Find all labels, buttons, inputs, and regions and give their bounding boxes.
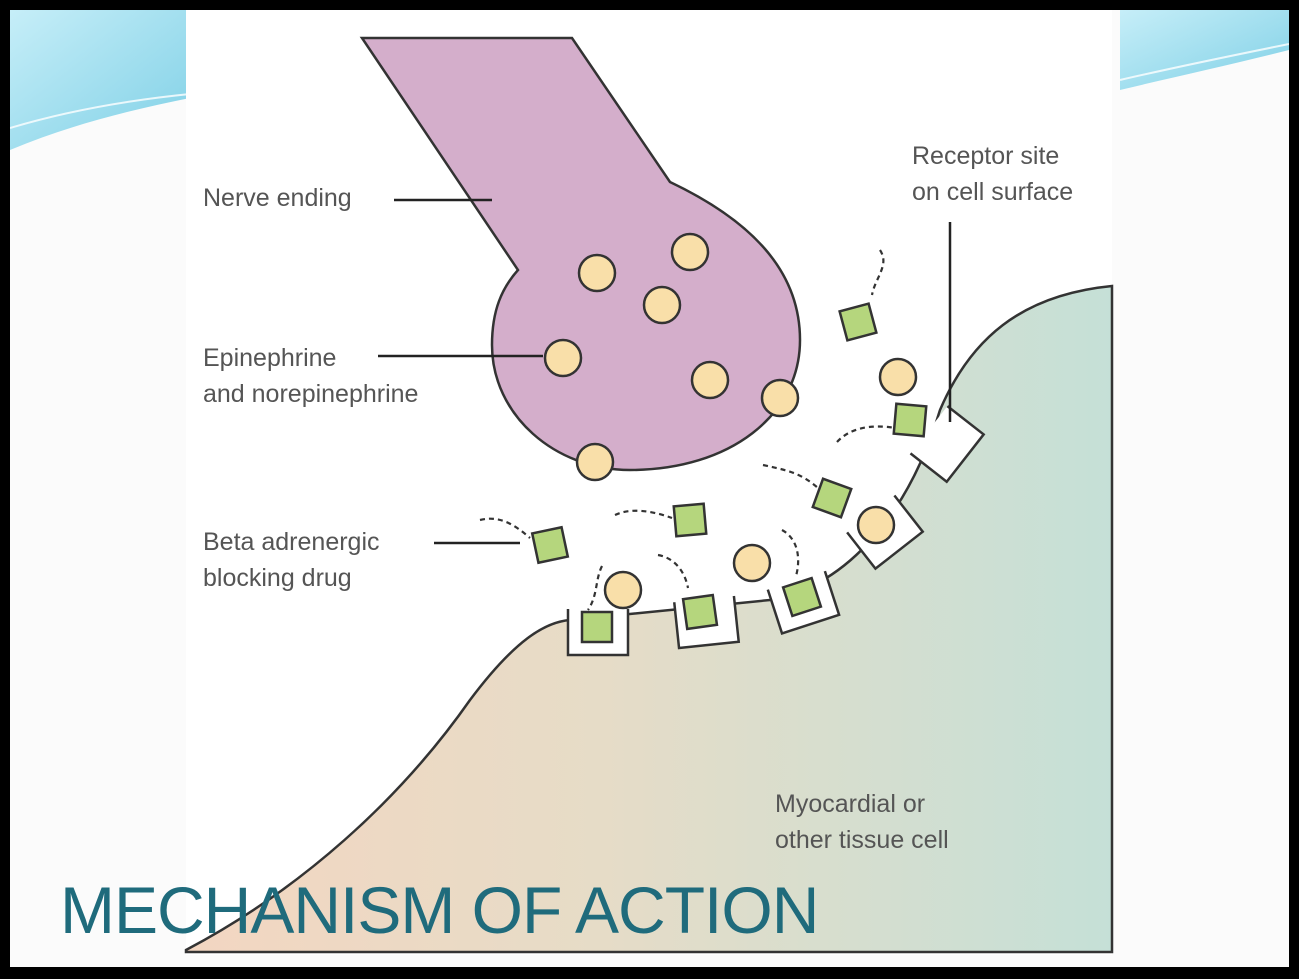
neurotransmitter-molecule — [672, 234, 708, 270]
label-tissue-cell-line-1: Myocardial or — [775, 786, 949, 822]
slide-title: MECHANISM OF ACTION — [60, 870, 818, 950]
label-receptor-site-line-1: Receptor site — [912, 138, 1073, 174]
neurotransmitter-molecule — [880, 359, 916, 395]
label-receptor-site-line-2: on cell surface — [912, 174, 1073, 210]
label-beta-blocker-line-2: blocking drug — [203, 560, 380, 596]
drug-molecule — [582, 612, 612, 642]
neurotransmitter-molecule — [644, 287, 680, 323]
neurotransmitter-molecule — [734, 545, 770, 581]
label-nerve-ending-text: Nerve ending — [203, 180, 352, 216]
neurotransmitter-molecule — [605, 572, 641, 608]
drug-molecule — [683, 595, 717, 629]
neurotransmitter-molecule — [692, 362, 728, 398]
neurotransmitter-molecule — [858, 507, 894, 543]
slide: Nerve ending Epinephrine and norepinephr… — [10, 10, 1289, 967]
drug-molecule — [674, 504, 707, 537]
label-epinephrine-line-1: Epinephrine — [203, 340, 418, 376]
neurotransmitter-molecule — [577, 444, 613, 480]
drug-molecule — [532, 527, 568, 563]
drug-molecule — [894, 404, 927, 437]
label-beta-blocker-line-1: Beta adrenergic — [203, 524, 380, 560]
decor-swoosh-left — [10, 10, 190, 150]
label-beta-blocker: Beta adrenergic blocking drug — [203, 524, 380, 596]
neurotransmitter-molecule — [579, 255, 615, 291]
label-tissue-cell: Myocardial or other tissue cell — [775, 786, 949, 858]
drug-molecule — [840, 304, 877, 341]
label-epinephrine: Epinephrine and norepinephrine — [203, 340, 418, 412]
label-receptor-site: Receptor site on cell surface — [912, 138, 1073, 210]
label-nerve-ending: Nerve ending — [203, 180, 352, 216]
neurotransmitter-molecule — [762, 380, 798, 416]
label-tissue-cell-line-2: other tissue cell — [775, 822, 949, 858]
neurotransmitter-molecule — [545, 340, 581, 376]
label-epinephrine-line-2: and norepinephrine — [203, 376, 418, 412]
decor-swoosh-right — [1120, 10, 1289, 90]
mechanism-diagram — [10, 10, 1289, 967]
